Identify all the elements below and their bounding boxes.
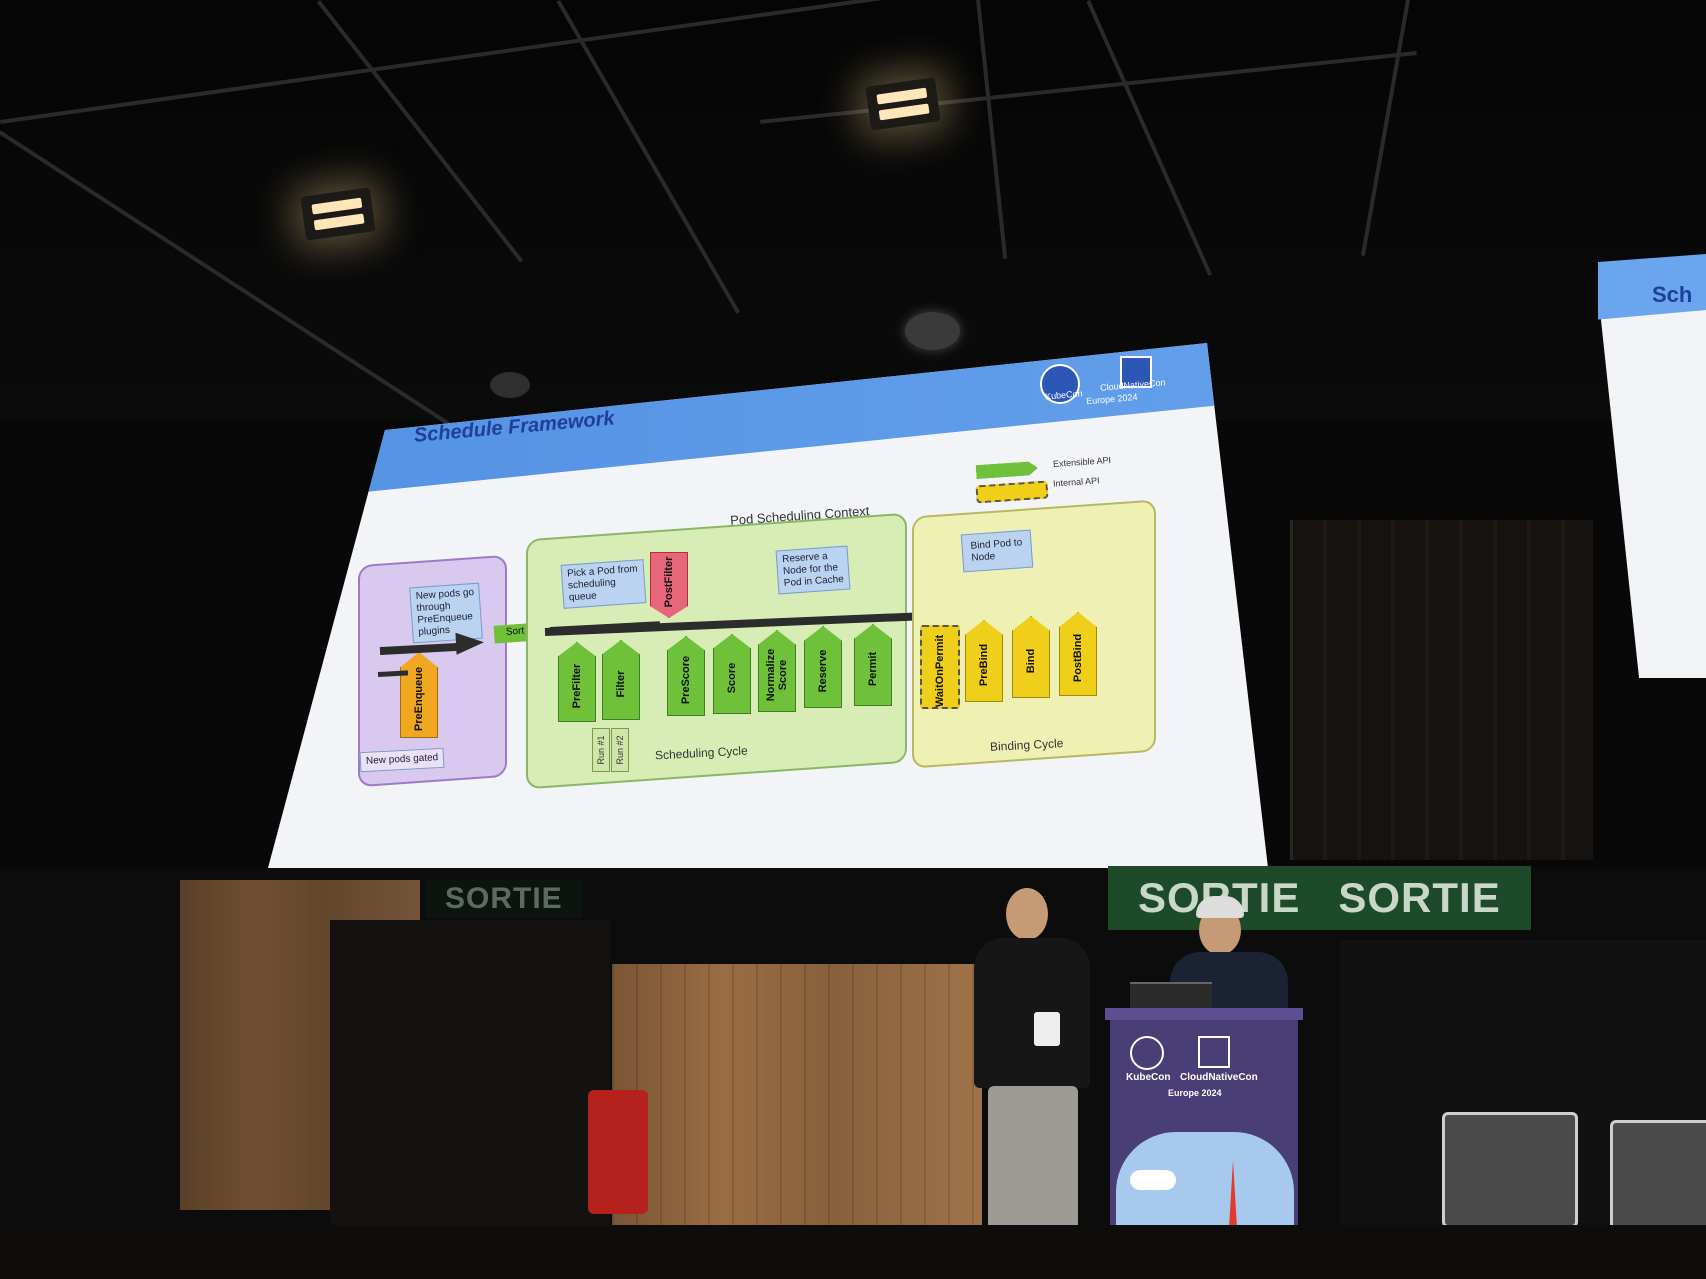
sort-label: Sort (505, 625, 525, 638)
plugin-postfilter: PostFilter (650, 552, 688, 618)
podium-kubecon-text: KubeCon (1126, 1072, 1171, 1083)
cloudnativecon-logo-icon (1120, 356, 1152, 388)
plugin-prescore: PreScore (667, 636, 705, 716)
plugin-normalize-score: Normalize Score (758, 630, 796, 712)
plugin-reserve: Reserve (804, 626, 842, 708)
podium-kubecon-icon (1130, 1036, 1164, 1070)
podium-cnc-icon (1198, 1036, 1230, 1068)
stage-floor (0, 1225, 1706, 1279)
presenter-1-body (974, 938, 1090, 1088)
podium-event-text: Europe 2024 (1168, 1088, 1222, 1098)
run-tag-2: Run #2 (611, 728, 629, 772)
second-screen-title: Sch (1652, 282, 1693, 307)
run-tag-1: Run #1 (592, 728, 610, 772)
fire-extinguisher-cabinet (588, 1090, 648, 1214)
plugin-permit: Permit (854, 624, 892, 706)
second-screen-banner (1598, 254, 1706, 320)
plugin-prebind: PreBind (965, 620, 1003, 702)
presenter-1-head (1006, 888, 1048, 940)
queue-arrow-head (455, 631, 485, 655)
plugin-score: Score (713, 634, 751, 714)
ceiling (0, 0, 1706, 420)
podium-cnc-text: CloudNativeCon (1180, 1072, 1258, 1083)
kubecon-logo-icon (1040, 364, 1080, 404)
plugin-waitonpermit: WaitOnPermit (920, 625, 960, 709)
podium-top (1105, 1008, 1303, 1020)
exit-sign-right: SORTIE SORTIE (1108, 866, 1531, 930)
stage-chair (1442, 1112, 1578, 1228)
plugin-prefilter: PreFilter (558, 642, 596, 722)
presenter-1-lanyard-badge (1034, 1012, 1060, 1046)
right-wall-frame (1290, 520, 1593, 860)
dark-doorway (330, 920, 610, 1279)
exit-sign-left: SORTIE (425, 880, 583, 918)
plugin-postbind: PostBind (1059, 612, 1097, 696)
podium-cloud-graphic (1130, 1170, 1176, 1190)
presenter-2-cap (1196, 896, 1244, 918)
right-lower-wall (1340, 940, 1706, 1279)
plugin-bind: Bind (1012, 616, 1050, 698)
spotlight (490, 372, 530, 398)
plugin-preenqueue: PreEnqueue (400, 652, 438, 738)
plugin-filter: Filter (602, 640, 640, 720)
spotlight (905, 312, 960, 350)
second-screen (1598, 258, 1706, 678)
stage-chair (1610, 1120, 1706, 1236)
